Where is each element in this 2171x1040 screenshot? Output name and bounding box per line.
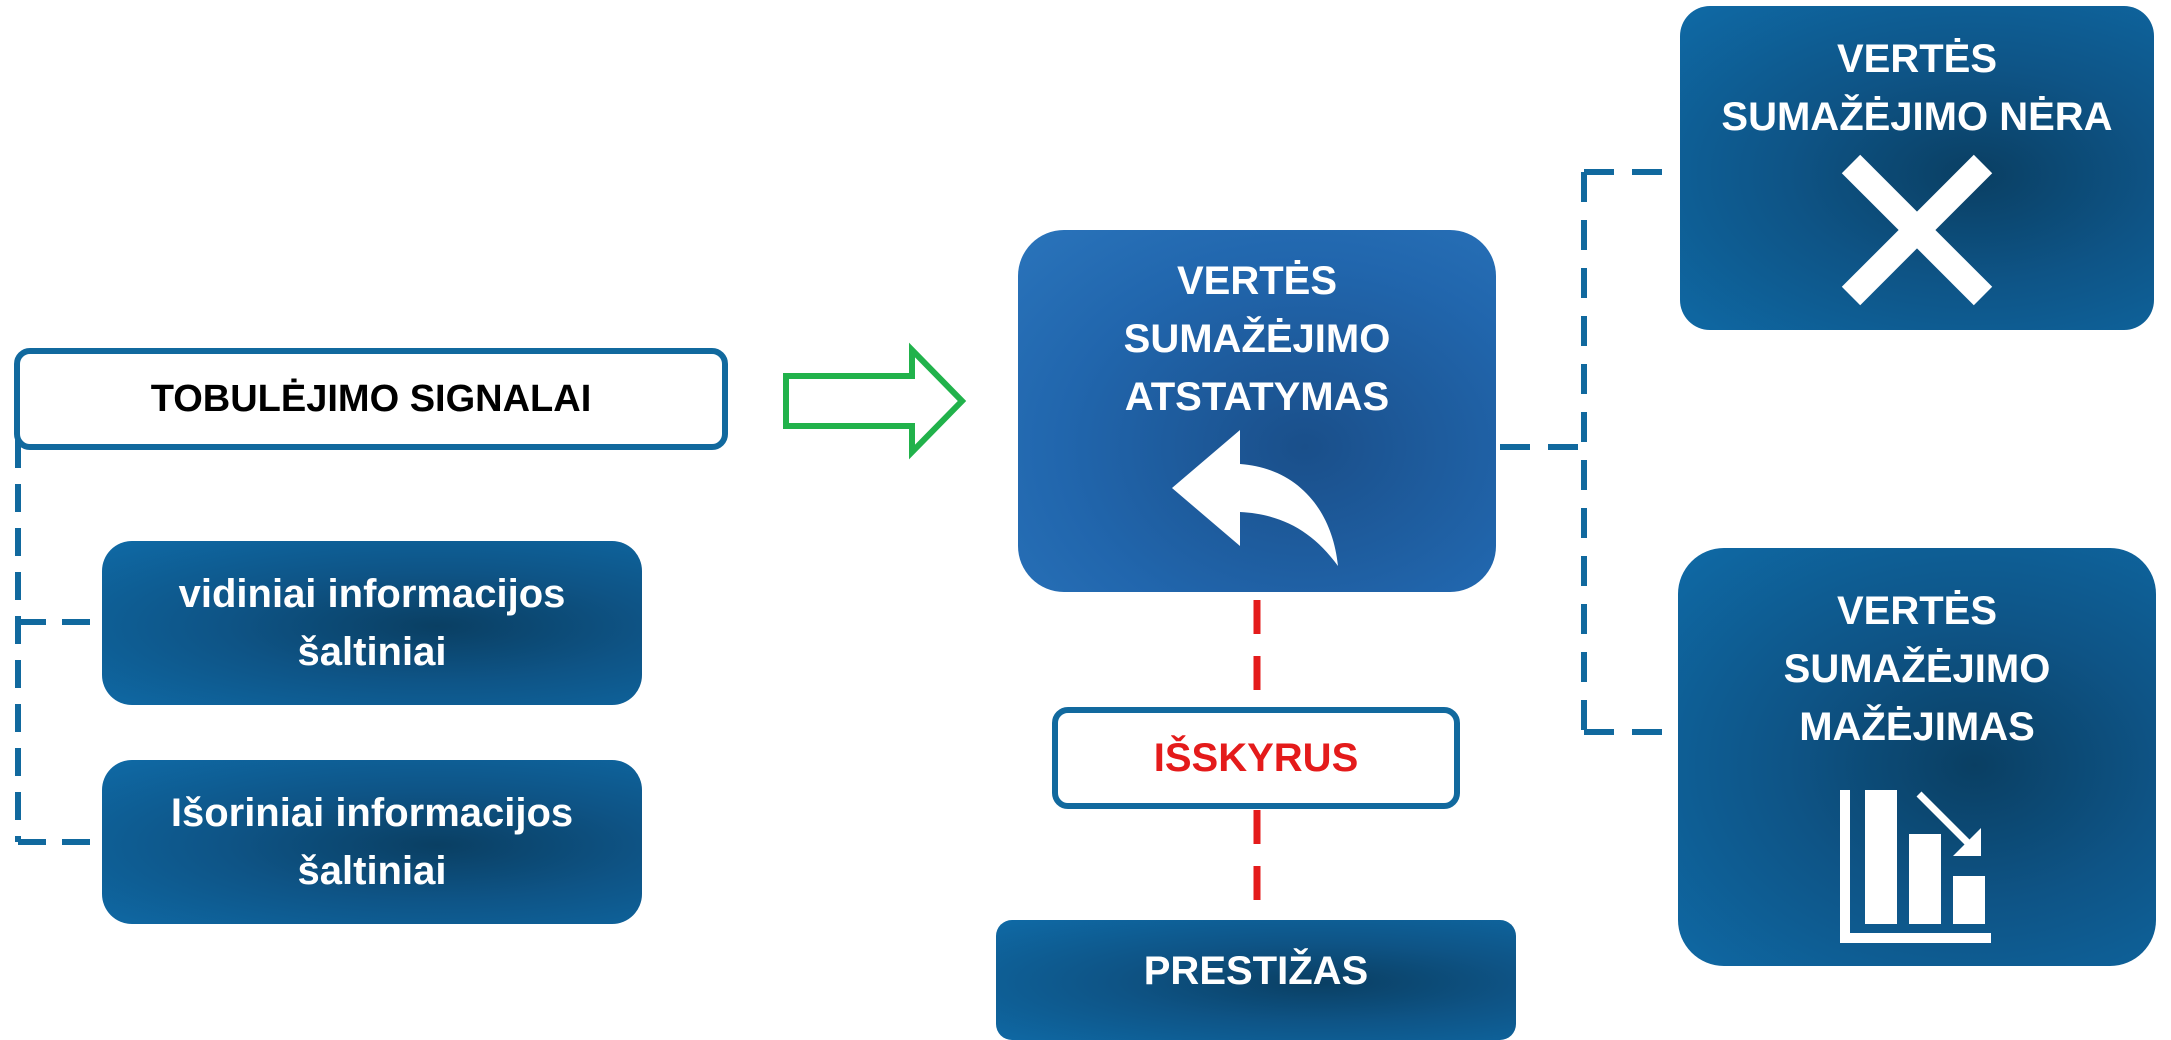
prestige-label: PRESTIŽAS (1143, 949, 1369, 993)
declining-bar-chart-icon (1840, 790, 1991, 943)
close-x-icon (1841, 154, 1993, 306)
external-sources-box: Išoriniai informacijos šaltiniai (102, 760, 642, 924)
impairment-decrease-title: VERTĖS SUMAŽĖJIMO MAŽĖJIMAS (1783, 589, 2051, 749)
connectors-layer (15, 169, 1682, 915)
external-sources-label: Išoriniai informacijos šaltiniai (170, 791, 574, 893)
impairment-reversal-box: VERTĖS SUMAŽĖJIMO ATSTATYMAS (1018, 230, 1496, 592)
exception-box: IŠSKYRUS (1052, 707, 1460, 809)
internal-sources-box: vidiniai informacijos šaltiniai (102, 541, 642, 705)
signals-bracket-connector (15, 440, 102, 845)
impairment-reversal-title: VERTĖS SUMAŽĖJIMO ATSTATYMAS (1123, 259, 1391, 419)
improvement-signals-box: TOBULĖJIMO SIGNALAI (14, 348, 728, 450)
no-impairment-title: VERTĖS SUMAŽĖJIMO NĖRA (1721, 37, 2113, 139)
prestige-box: PRESTIŽAS (996, 920, 1516, 1040)
improvement-signals-title: TOBULĖJIMO SIGNALAI (150, 377, 592, 420)
internal-sources-label: vidiniai informacijos šaltiniai (178, 572, 566, 674)
impairment-decrease-box: VERTĖS SUMAŽĖJIMO MAŽĖJIMAS (1678, 548, 2156, 966)
exception-label: IŠSKYRUS (1153, 735, 1359, 780)
green-outline-arrow (783, 342, 967, 460)
undo-arrow-icon (1172, 430, 1338, 566)
no-impairment-box: VERTĖS SUMAŽĖJIMO NĖRA (1680, 6, 2154, 330)
outcomes-bracket-connector (1500, 169, 1682, 735)
